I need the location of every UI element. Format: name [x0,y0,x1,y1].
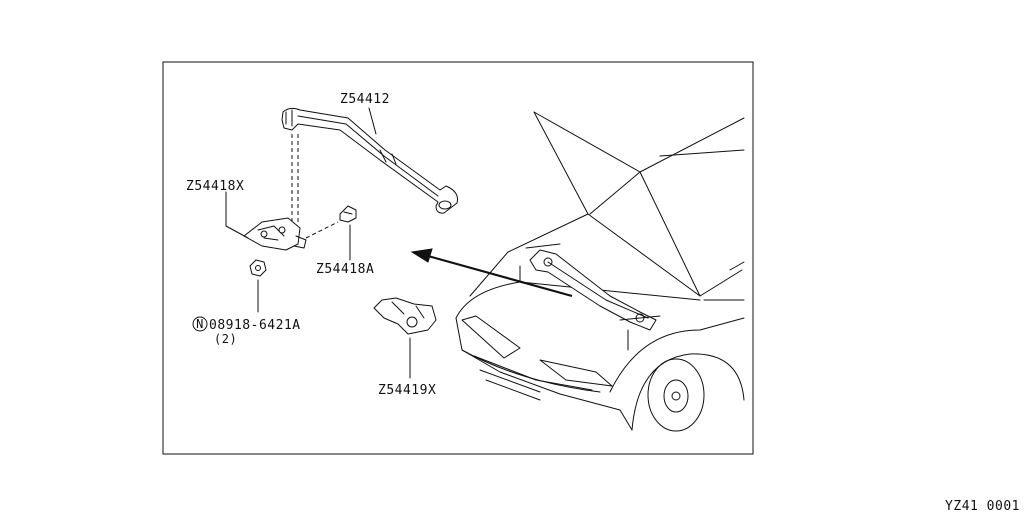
nut-part [249,259,267,277]
bolt-part [339,205,357,223]
strut-bar-part [281,107,458,214]
bracket-left-part [243,217,307,251]
strut-bar-dashed-link [291,134,299,225]
car-illustration [455,111,745,432]
diagram-frame [162,61,754,455]
leader-lines [225,107,411,379]
label-bracket-left: Z54418X [186,179,244,194]
bracket-right-part [373,297,437,335]
label-nut-marker: N [196,317,204,331]
nut-marker-circle: N [192,316,208,332]
label-nut-qty: (2) [214,332,237,346]
label-bolt: Z54418A [316,262,374,277]
label-strut-bar: Z54412 [340,92,390,107]
bolt-dashed-link [305,221,339,239]
figure-code: YZ41 0001 [945,499,1020,512]
pointer-arrow [410,248,573,298]
label-bracket-right: Z54419X [378,383,436,398]
label-nut-part-no: 08918-6421A [209,318,301,333]
